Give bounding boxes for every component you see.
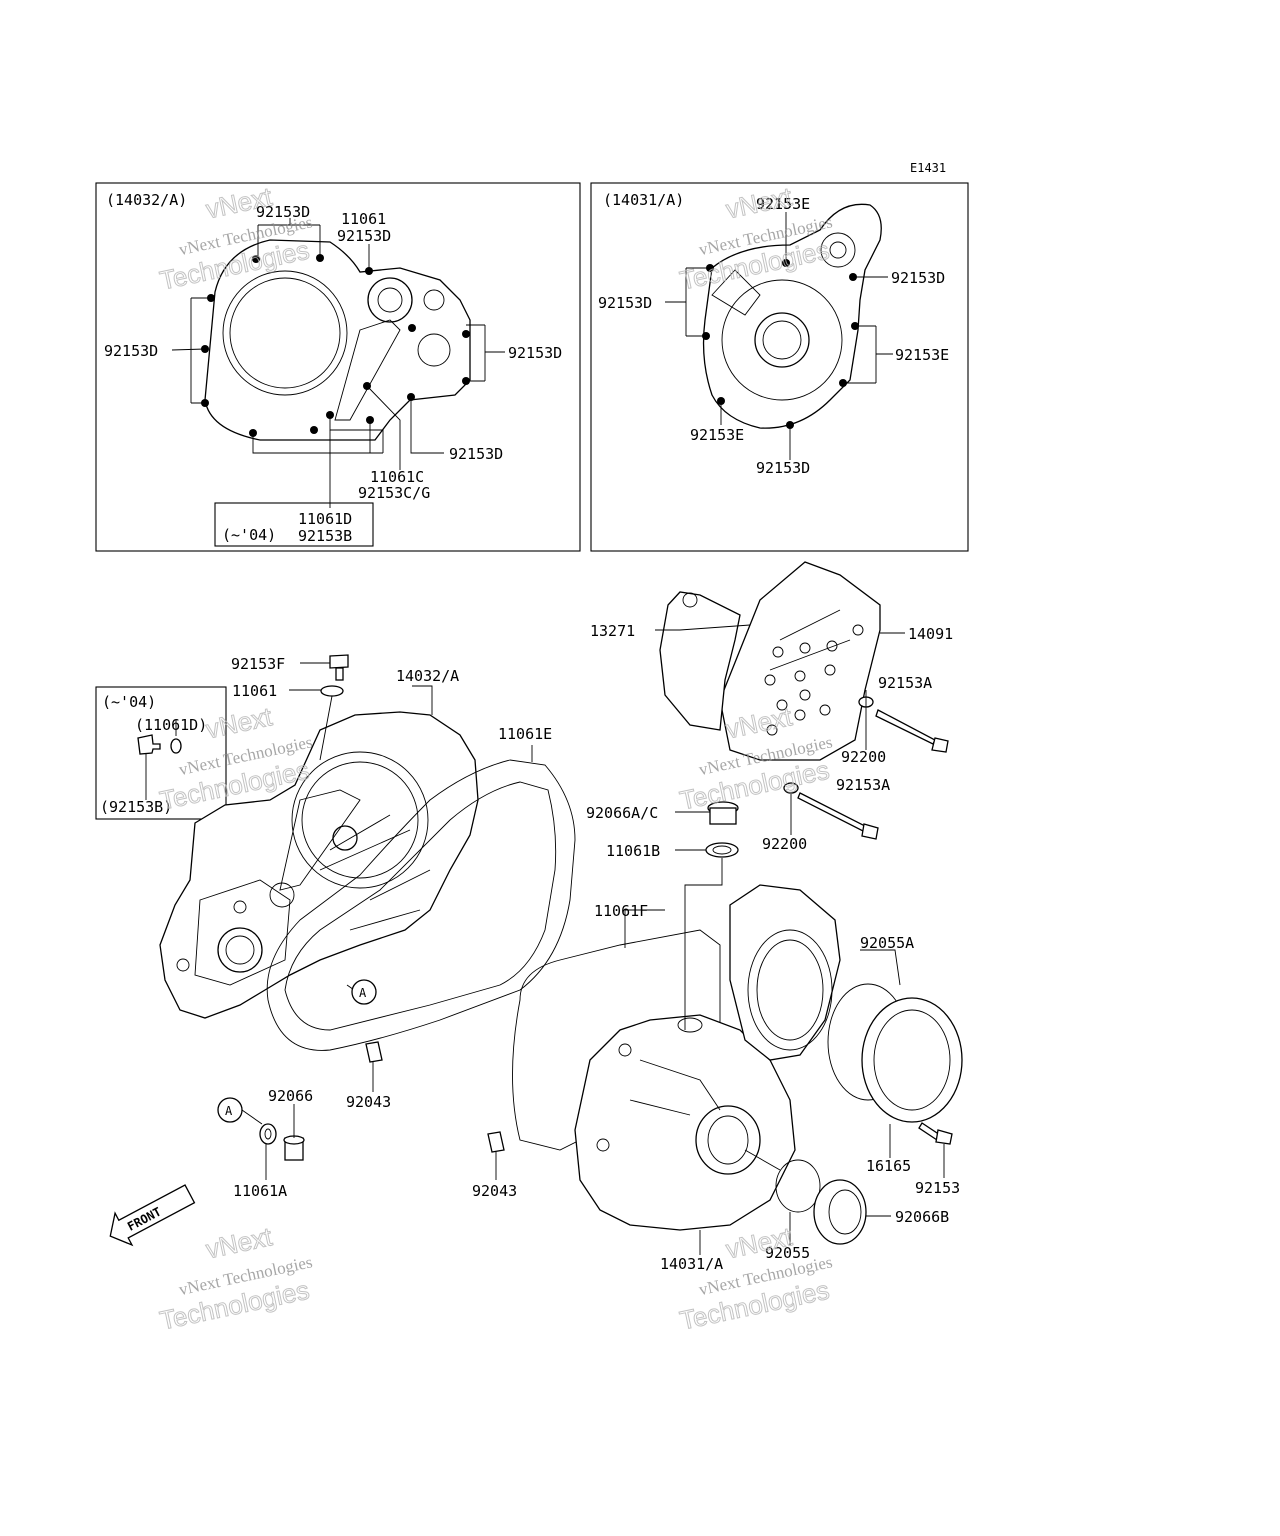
front-arrow-shape [109,1184,196,1247]
bolt-92153a-upper-drawing [858,696,949,753]
inset-right-frame [590,182,969,552]
watermark-1: vNext vNext Technologies Technologies [157,181,314,296]
label-92153f: 92153F [231,655,285,673]
dowel-92043-upper-drawing [365,1041,383,1063]
cover-16165-drawing [861,997,963,1123]
inset-left-title: (14032/A) [106,191,187,209]
bolt-92153-drawing [918,1122,953,1145]
label-11061f: 11061F [594,902,648,920]
main-year-box: (~'04) (11061D) (92153B) [95,686,227,820]
inset-left-label-top-b1: 11061 [341,210,386,228]
label-92055: 92055 [765,1244,810,1262]
inset-right-label-left: 92153D [598,294,652,312]
label-11061: 11061 [232,682,277,700]
watermark-5-line1: vNext [203,1221,275,1264]
inset-left-label-right: 92153D [508,344,562,362]
inset-right-label-right: 92153E [895,346,949,364]
generator-cover-drawing [574,884,841,1231]
washer-11061a-drawing [259,1123,277,1145]
label-14031a: 14031/A [660,1255,723,1273]
inset-left-leaders [171,218,505,508]
watermark-5: vNext vNext Technologies Technologies [157,1221,314,1336]
label-92153a-2: 92153A [836,776,890,794]
main-year-box-frame [95,686,227,820]
inset-right-generator-cover-drawing [702,203,882,429]
ref-circle-a-lower: A [217,1097,243,1123]
inset-left-label-lower-right: 92153D [449,445,503,463]
main-year-box-part2: (92153B) [100,798,172,816]
inset-left-subbox [214,502,374,547]
ref-circle-a-upper-text: A [359,986,367,1000]
label-92200-2: 92200 [762,835,807,853]
plug-92066ac-drawing [707,801,739,825]
ref-circle-a-lower-text: A [225,1104,233,1118]
washer-11061b-drawing [705,842,739,858]
inset-right-title: (14031/A) [603,191,684,209]
washer-11061-drawing [320,685,344,697]
bolt-92153a-lower-drawing [783,782,879,840]
label-92043-2: 92043 [472,1182,517,1200]
label-16165: 16165 [866,1157,911,1175]
inset-left: (14032/A) [95,182,581,552]
inset-right-label-upper-right: 92153D [891,269,945,287]
inset-right: (14031/A) 92153E 92153 [590,182,969,552]
label-13271: 13271 [590,622,635,640]
watermark-6: vNext vNext Technologies Technologies [677,1221,834,1336]
label-11061b: 11061B [606,842,660,860]
figure-code: E1431 [910,161,946,175]
watermark-2-line1: vNext [723,181,795,224]
inset-left-label-left: 92153D [104,342,158,360]
bolt-92153f-drawing [329,654,349,681]
inset-left-clutch-cover-drawing [201,239,471,441]
bolt-92153b-drawing [137,734,161,755]
label-92066: 92066 [268,1087,313,1105]
label-92153: 92153 [915,1179,960,1197]
washer-11061d-drawing [170,738,182,754]
label-92153a-1: 92153A [878,674,932,692]
plug-92066-drawing [283,1135,305,1161]
watermark-2: vNext vNext Technologies Technologies [677,181,834,296]
oring-92055-drawing [775,1159,821,1213]
inset-left-frame [95,182,581,552]
gasket-13271-drawing [659,591,741,731]
label-92066ac: 92066A/C [586,804,658,822]
label-11061e: 11061E [498,725,552,743]
inset-right-label-top: 92153E [756,195,810,213]
main-year-box-part1: (11061D) [135,716,207,734]
inset-right-label-lower-left: 92153E [690,426,744,444]
inset-left-subbox-line2: 92153B [298,527,352,545]
inset-left-label-top-b2: 92153D [337,227,391,245]
watermark-3-line1: vNext [203,701,275,744]
inset-left-subbox-year: (~'04) [222,526,276,544]
ref-circle-a-upper: A [351,979,377,1005]
label-92043-1: 92043 [346,1093,391,1111]
gasket-11061e-drawing [266,759,576,1051]
label-14091: 14091 [908,625,953,643]
front-arrow: FRONT [109,1184,196,1247]
dowel-92043-lower-drawing [487,1131,505,1153]
label-92200-1: 92200 [841,748,886,766]
cap-92066b-drawing [813,1179,867,1245]
inset-left-subbox-line1: 11061D [298,510,352,528]
inset-left-label-top-a: 92153D [256,203,310,221]
inset-left-label-bottom-2: 92153C/G [358,484,430,502]
clutch-cover-drawing [159,711,479,1019]
label-92066b: 92066B [895,1208,949,1226]
label-11061a: 11061A [233,1182,287,1200]
cover-14091-drawing [719,561,881,761]
label-14032a: 14032/A [396,667,459,685]
inset-left-label-bottom-1: 11061C [370,468,424,486]
label-92055a: 92055A [860,934,914,952]
inset-right-leaders [665,212,893,460]
main-year-box-year: (~'04) [102,693,156,711]
inset-right-label-bottom: 92153D [756,459,810,477]
